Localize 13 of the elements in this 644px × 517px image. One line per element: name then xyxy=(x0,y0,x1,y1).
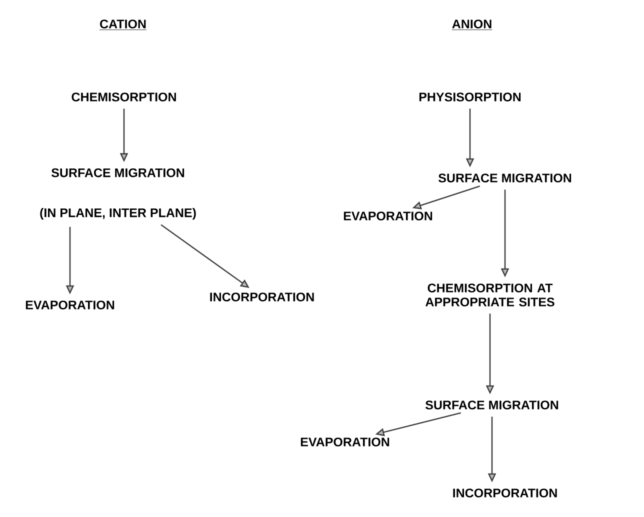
process-label: EVAPORATION xyxy=(26,300,114,310)
column-heading: ANION xyxy=(452,20,492,30)
process-label: EVAPORATION xyxy=(300,438,390,446)
column-heading: CATION xyxy=(99,20,147,30)
process-label: INCORPORATION xyxy=(453,488,557,498)
process-label: PHYSISORPTION xyxy=(419,92,521,102)
process-label: CHEMISORPTION AT APPROPRIATE SITES xyxy=(426,284,554,306)
process-label: SURFACE MIGRATION xyxy=(425,400,558,410)
process-label: SURFACE MIGRATION (IN PLANE, INTER PLANE) xyxy=(40,168,196,220)
process-label: INCORPORATION xyxy=(210,292,314,302)
process-label: SURFACE MIGRATION xyxy=(438,174,572,182)
process-label: EVAPORATION xyxy=(344,212,432,220)
process-label: CHEMISORPTION xyxy=(72,92,176,102)
